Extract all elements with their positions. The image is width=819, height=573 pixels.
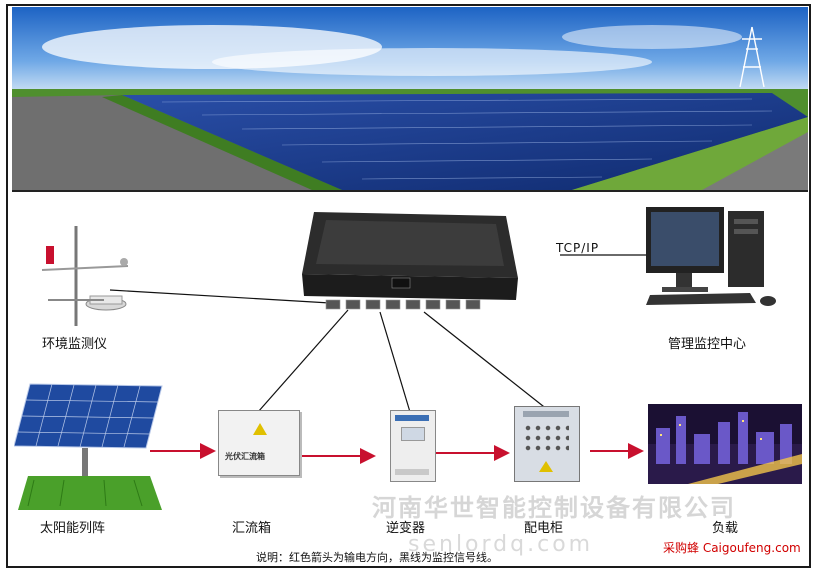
label-distribution-cabinet: 配电柜 (524, 521, 564, 536)
legend-note: 说明：红色箭头为输电方向，黑线为监控信号线。 (256, 551, 498, 564)
watermark-url: senlordq.com (408, 532, 594, 557)
warning-icon (539, 461, 553, 472)
signal-line-env (109, 289, 331, 304)
inverter-icon (390, 410, 436, 482)
solar-panel-icon (14, 383, 163, 510)
city-load-image (648, 404, 802, 484)
management-computer-icon (646, 207, 776, 306)
combiner-box-icon: 光伏汇流箱 (218, 410, 300, 476)
distribution-cabinet-icon (514, 406, 580, 482)
label-tcp-ip: TCP/IP (556, 241, 600, 255)
label-solar-array: 太阳能列阵 (40, 521, 106, 536)
solar-farm-photo (12, 7, 808, 192)
label-inverter: 逆变器 (386, 521, 426, 536)
label-management-center: 管理监控中心 (668, 337, 747, 352)
weather-station-icon (41, 226, 129, 326)
signal-line-inverter (379, 311, 411, 413)
data-collector-device (302, 212, 518, 310)
label-env-monitor: 环境监测仪 (42, 337, 108, 352)
label-load: 负载 (712, 521, 739, 536)
signal-line-cabinet (423, 311, 549, 411)
signal-line-combiner (257, 309, 349, 413)
brand-logo-text: 采购蜂 Caigoufeng.com (663, 539, 801, 556)
label-combiner-box: 汇流箱 (232, 521, 272, 536)
watermark-company: 河南华世智能控制设备有限公司 (372, 494, 736, 522)
warning-icon (253, 423, 267, 435)
combiner-plate: 光伏汇流箱 (225, 452, 265, 461)
